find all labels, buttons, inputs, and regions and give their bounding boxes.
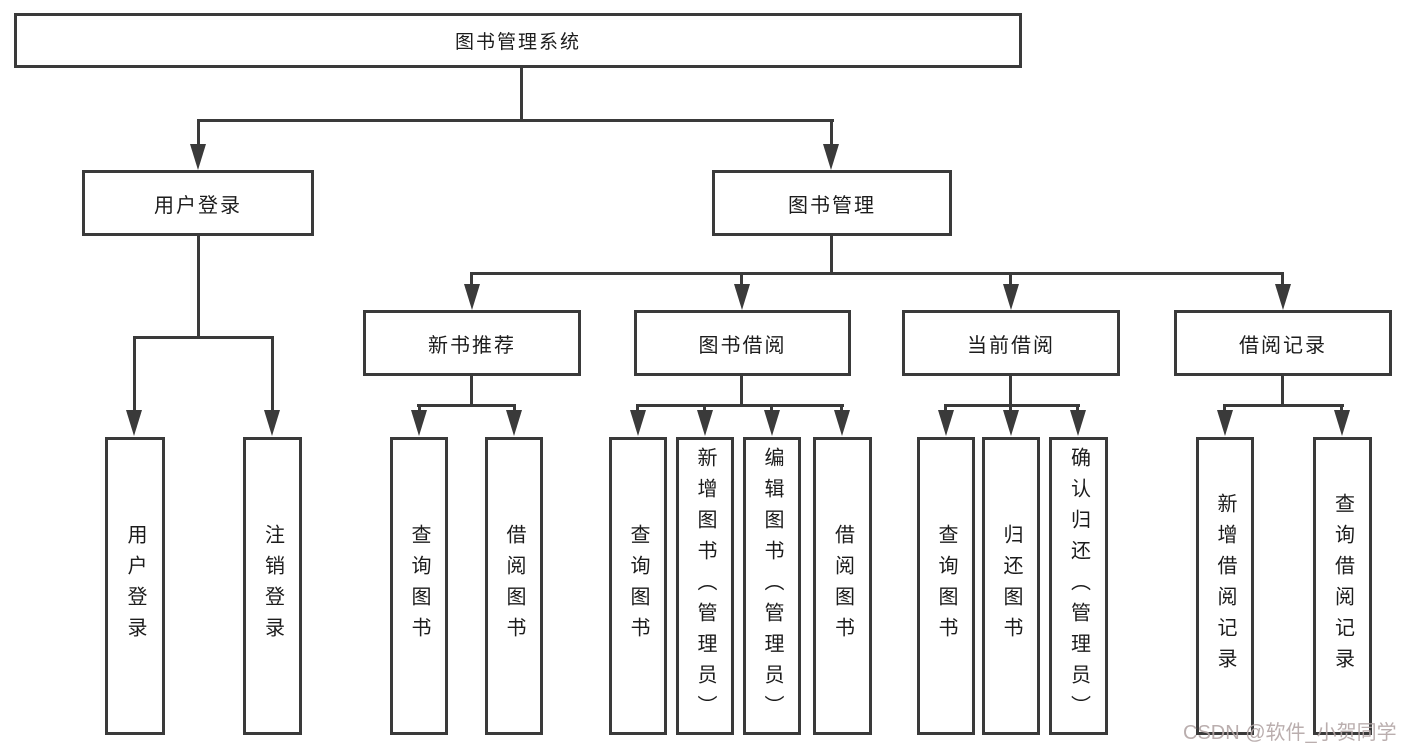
node-label: 图书管理: [788, 194, 876, 217]
leaf-label: 借阅图书: [503, 524, 525, 648]
connector-userlogin-branch: [133, 336, 274, 339]
leaf-label: 注销登录: [261, 524, 284, 648]
node-book-borrow: 图书借阅: [634, 310, 851, 376]
node-new-book-recommend: 新书推荐: [363, 310, 581, 376]
connector-arrow-stem: [271, 336, 274, 410]
arrow-down-icon: [764, 410, 780, 436]
connector-arrow-stem: [840, 404, 843, 414]
leaf-label: 新增借阅记录: [1214, 493, 1236, 679]
leaf-borrow-books: 借阅图书: [813, 437, 872, 735]
node-book-management: 图书管理: [712, 170, 952, 236]
leaf-label: 查询图书: [408, 524, 430, 648]
leaf-borrow-query-books: 查询图书: [609, 437, 667, 735]
arrow-down-icon: [264, 410, 280, 436]
connector-userlogin-stem: [197, 235, 200, 337]
connector-newbooks-branch: [417, 404, 516, 407]
leaf-label: 归还图书: [1000, 524, 1022, 648]
arrow-down-icon: [834, 410, 850, 436]
connector-arrow-stem: [770, 404, 773, 414]
node-label: 借阅记录: [1239, 334, 1327, 357]
node-label: 新书推荐: [428, 334, 516, 357]
connector-root-stem: [520, 68, 523, 120]
connector-arrow-stem: [1009, 272, 1012, 286]
watermark: CSDN @软件_小贺同学: [1183, 722, 1397, 744]
connector-arrow-stem: [1076, 404, 1079, 414]
leaf-query-borrow-record: 查询借阅记录: [1313, 437, 1372, 735]
connector-currentborrow-branch: [944, 404, 1080, 407]
arrow-down-icon: [464, 284, 480, 310]
connector-arrow-stem: [470, 272, 473, 286]
arrow-down-icon: [1070, 410, 1086, 436]
arrow-down-icon: [697, 410, 713, 436]
leaf-label: 编辑图书（管理员）: [761, 446, 783, 726]
arrow-down-icon: [411, 410, 427, 436]
connector-arrow-stem: [133, 336, 136, 410]
node-user-login: 用户登录: [82, 170, 314, 236]
arrow-down-icon: [1217, 410, 1233, 436]
leaf-add-borrow-record: 新增借阅记录: [1196, 437, 1254, 735]
arrow-down-icon: [630, 410, 646, 436]
connector-arrow-stem: [1223, 404, 1226, 414]
leaf-label: 确认归还（管理员）: [1067, 446, 1090, 726]
node-root-library-system: 图书管理系统: [14, 13, 1022, 68]
leaf-logout: 注销登录: [243, 437, 302, 735]
leaf-label: 借阅图书: [831, 524, 854, 648]
leaf-current-query-books: 查询图书: [917, 437, 975, 735]
connector-arrow-stem: [1281, 272, 1284, 286]
node-borrow-records: 借阅记录: [1174, 310, 1392, 376]
arrow-down-icon: [938, 410, 954, 436]
node-label: 图书借阅: [698, 334, 787, 357]
connector-arrow-stem: [944, 404, 947, 414]
connector-borrowrecords-branch: [1223, 404, 1344, 407]
arrow-down-icon: [823, 144, 839, 170]
arrow-down-icon: [1003, 410, 1019, 436]
arrow-down-icon: [190, 144, 206, 170]
arrow-down-icon: [1275, 284, 1291, 310]
connector-arrow-stem: [636, 404, 639, 414]
leaf-label: 用户登录: [124, 524, 146, 648]
leaf-label: 查询图书: [935, 524, 957, 648]
connector-arrow-stem: [740, 272, 743, 286]
connector-arrow-stem: [418, 404, 421, 414]
connector-bookborrow-stem: [740, 376, 743, 406]
leaf-return-books: 归还图书: [982, 437, 1040, 735]
connector-arrow-stem: [1009, 404, 1012, 414]
connector-arrow-stem: [703, 404, 706, 414]
connector-root-branch: [197, 119, 834, 122]
node-label: 用户登录: [154, 194, 242, 217]
arrow-down-icon: [1334, 410, 1350, 436]
connector-newbooks-stem: [470, 376, 473, 406]
leaf-add-books-admin: 新增图书（管理员）: [676, 437, 734, 735]
node-current-borrow: 当前借阅: [902, 310, 1120, 376]
connector-bookmgmt-branch: [470, 272, 1284, 275]
connector-borrowrecords-stem: [1281, 376, 1284, 406]
leaf-confirm-return-admin: 确认归还（管理员）: [1049, 437, 1108, 735]
arrow-down-icon: [1003, 284, 1019, 310]
arrow-down-icon: [734, 284, 750, 310]
arrow-down-icon: [126, 410, 142, 436]
node-label: 图书管理系统: [454, 32, 581, 53]
connector-bookborrow-branch: [636, 404, 844, 407]
leaf-newbooks-borrow-books: 借阅图书: [485, 437, 543, 735]
leaf-user-login: 用户登录: [105, 437, 165, 735]
leaf-label: 查询借阅记录: [1331, 493, 1354, 679]
connector-arrow-stem: [1340, 404, 1343, 414]
connector-bookmgmt-stem: [830, 235, 833, 273]
arrow-down-icon: [506, 410, 522, 436]
connector-arrow-stem: [513, 404, 516, 414]
leaf-edit-books-admin: 编辑图书（管理员）: [743, 437, 801, 735]
node-label: 当前借阅: [967, 334, 1055, 357]
connector-currentborrow-stem: [1009, 376, 1012, 406]
connector-arrow-stem: [830, 119, 833, 150]
connector-arrow-stem: [197, 119, 200, 150]
leaf-newbooks-query-books: 查询图书: [390, 437, 448, 735]
leaf-label: 查询图书: [627, 524, 649, 648]
leaf-label: 新增图书（管理员）: [694, 446, 716, 726]
